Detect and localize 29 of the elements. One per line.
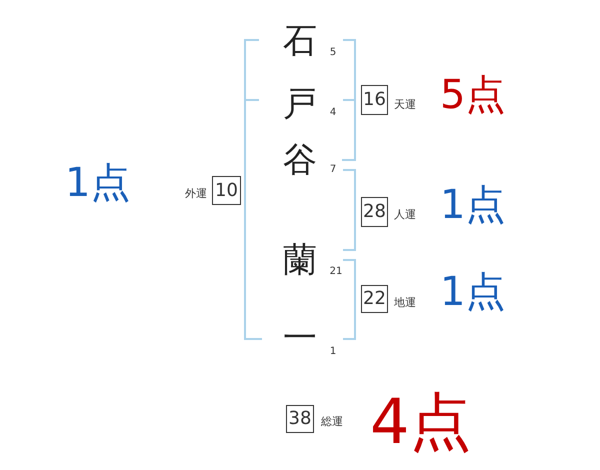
fortune-label: 外運 <box>185 188 207 198</box>
number-box: 10 <box>212 176 241 205</box>
name-character: 石 <box>283 24 317 58</box>
score-label: 1点 <box>65 163 130 203</box>
stroke-count: 5 <box>330 48 336 58</box>
number-box: 22 <box>361 285 388 313</box>
name-character: 谷 <box>283 143 317 177</box>
stroke-count: 1 <box>330 347 336 357</box>
stroke-count: 21 <box>330 267 342 277</box>
number-box: 38 <box>286 405 314 433</box>
bracket <box>244 39 262 340</box>
name-character: 一 <box>283 321 317 355</box>
score-label: 1点 <box>440 272 506 312</box>
bracket <box>342 39 356 161</box>
number-box: 16 <box>361 85 388 115</box>
score-label: 4点 <box>370 391 472 453</box>
fortune-label: 地運 <box>394 296 416 308</box>
bracket <box>343 259 356 340</box>
name-character: 蘭 <box>283 243 317 277</box>
stroke-count: 4 <box>330 108 336 118</box>
stroke-count: 7 <box>330 165 336 175</box>
fortune-label: 人運 <box>394 208 416 220</box>
score-label: 5点 <box>440 75 506 115</box>
fortune-label: 天運 <box>394 98 416 110</box>
score-label: 1点 <box>440 185 506 225</box>
name-character: 戸 <box>283 87 317 121</box>
number-box: 28 <box>361 197 388 227</box>
bracket <box>343 169 356 251</box>
fortune-label: 総運 <box>321 416 343 426</box>
